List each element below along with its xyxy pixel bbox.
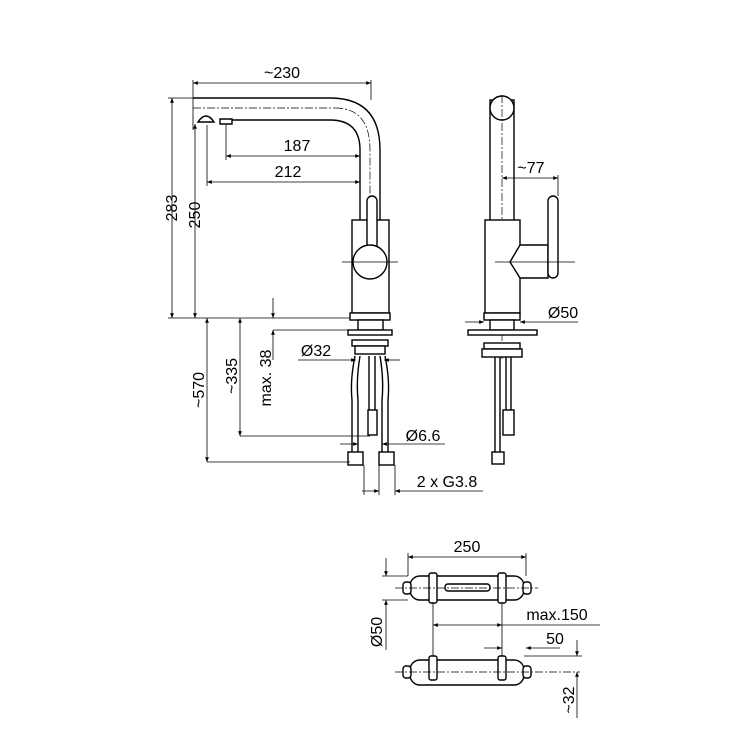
dim-max-worktop: max. 38 <box>258 349 275 406</box>
dim-connection: 2 x G3.8 <box>417 474 478 491</box>
dim-end-offset: 50 <box>546 631 564 648</box>
dim-reach-inner: 187 <box>284 138 311 155</box>
side-view: ~77 Ø50 <box>465 95 578 465</box>
hoses <box>350 355 390 452</box>
mounting-cylinder-bottom <box>409 659 525 686</box>
top-view: 250 Ø50 max.150 50 ~32 <box>369 539 600 718</box>
front-view: ~230 187 212 283 250 ~570 ~335 max. 38 Ø… <box>164 65 483 495</box>
dim-diameter: Ø50 <box>369 617 386 647</box>
dim-length: 250 <box>454 539 481 556</box>
dim-hose-diameter: Ø6.6 <box>406 428 441 445</box>
dim-width-overall: ~230 <box>264 65 300 82</box>
lever <box>547 195 559 279</box>
lever-hub <box>509 244 549 279</box>
dim-inner-hose: ~335 <box>224 358 241 394</box>
dim-hose-length: ~570 <box>191 372 208 408</box>
connector-right <box>378 451 395 466</box>
dim-clamp-spacing: max.150 <box>526 607 587 624</box>
dim-reach-outer: 212 <box>275 164 302 181</box>
aerator <box>196 115 233 125</box>
hose-fitting <box>367 409 378 436</box>
dim-height-total: 283 <box>164 195 181 222</box>
spout <box>193 97 381 220</box>
dim-base-diameter: Ø50 <box>548 305 578 322</box>
dim-hole-diameter: Ø32 <box>301 343 331 360</box>
connector-left <box>347 451 364 466</box>
dim-height-outlet: 250 <box>187 202 204 229</box>
dim-lever-offset: ~77 <box>517 160 544 177</box>
dim-offset: ~32 <box>561 686 578 713</box>
